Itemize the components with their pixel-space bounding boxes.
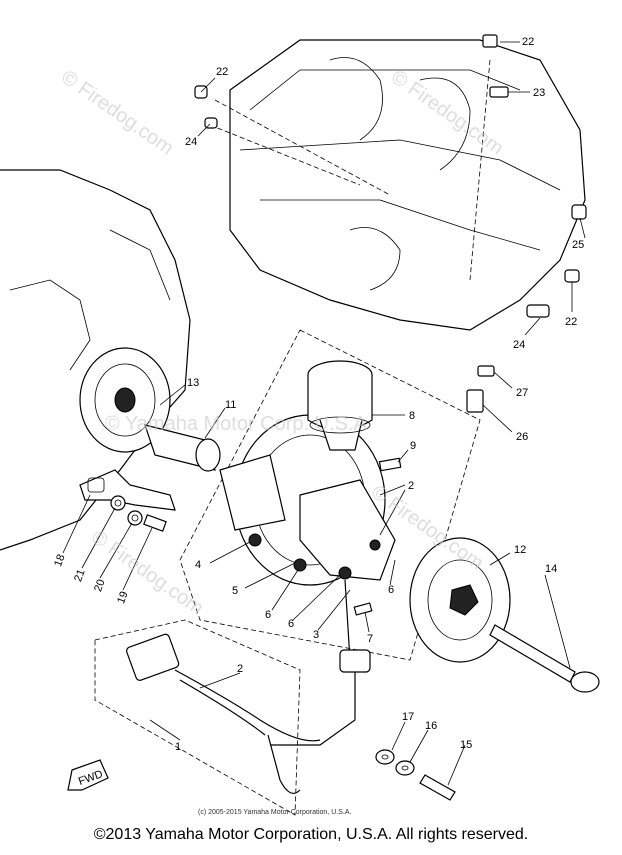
engine-block [209, 39, 586, 331]
callout-18: 18 [52, 553, 67, 569]
callout-26: 26 [516, 431, 528, 443]
callout-12: 12 [514, 544, 526, 556]
callout-2-lower: 2 [237, 663, 243, 675]
callout-6-right: 6 [388, 584, 394, 596]
callout-22-top-left: 22 [216, 66, 228, 78]
callout-17: 17 [402, 711, 414, 723]
callout-22-top-right: 22 [522, 36, 534, 48]
callout-7: 7 [367, 633, 373, 645]
part-20-washer [127, 510, 143, 526]
part-7-screw [353, 602, 373, 616]
part-18-bracket [79, 469, 176, 511]
callout-5: 5 [232, 585, 238, 597]
callouts: 22 24 22 23 25 22 24 27 26 13 11 8 9 2 1… [52, 36, 584, 753]
callout-3: 3 [313, 629, 319, 641]
callout-6-left: 6 [265, 609, 271, 621]
part-11-shaft [144, 424, 221, 472]
fwd-arrow: FWD [67, 759, 109, 791]
callout-24-top-left: 24 [185, 136, 197, 148]
callout-6-center: 6 [288, 618, 294, 630]
callout-8: 8 [409, 410, 415, 422]
part-17-washer [375, 749, 395, 765]
part-15-bolt [419, 774, 456, 801]
callout-9: 9 [410, 440, 416, 452]
callout-21: 21 [72, 568, 87, 584]
callout-11: 11 [225, 399, 236, 411]
callout-20: 20 [92, 578, 107, 594]
callout-27: 27 [516, 387, 528, 399]
wire-harness [94, 619, 321, 816]
part-16-washer [395, 760, 415, 776]
callout-15: 15 [460, 739, 472, 751]
callout-2-upper: 2 [408, 480, 414, 492]
watermark-3: © Yamaha Motor Corp. U.S.A [105, 413, 368, 435]
watermark-5: © Firedog.com [87, 526, 207, 619]
part-12-rotor [409, 537, 511, 663]
callout-14: 14 [545, 563, 557, 575]
leader-lines [62, 41, 586, 786]
part-9-bolt [378, 457, 402, 472]
part-21-washer [110, 495, 126, 511]
part-14-bolt [489, 624, 600, 693]
part-3-lead [270, 579, 371, 746]
callout-16: 16 [425, 720, 437, 732]
stator-assembly [179, 329, 481, 661]
part-8-canister [307, 360, 373, 451]
callout-23: 23 [533, 87, 545, 99]
crankcase [0, 169, 191, 551]
footer-copyright: ©2013 Yamaha Motor Corporation, U.S.A. A… [93, 826, 529, 843]
callout-13: 13 [187, 377, 199, 389]
inner-copyright: (c) 2005-2015 Yamaha Motor Corporation, … [198, 809, 351, 816]
callout-4: 4 [195, 559, 201, 571]
watermark-1: © Firedog.com [57, 66, 177, 159]
callout-22-right: 22 [565, 316, 577, 328]
part-19-bolt [143, 514, 167, 532]
callout-25: 25 [572, 239, 584, 251]
callout-1: 1 [175, 741, 181, 753]
callout-24-right: 24 [513, 339, 525, 351]
clips [194, 34, 587, 413]
callout-19: 19 [115, 590, 130, 606]
